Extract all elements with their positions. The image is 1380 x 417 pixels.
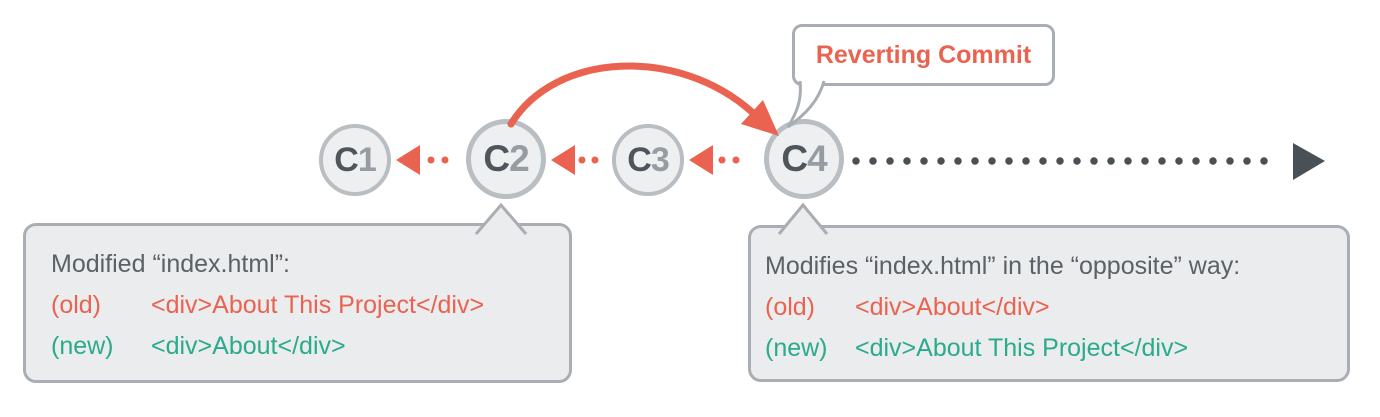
commit-number: 4 bbox=[807, 138, 828, 179]
old-line: (old) <div>About</div> bbox=[765, 287, 1347, 328]
callout-label: Reverting Commit bbox=[815, 40, 1032, 69]
bubble-title: Modifies “index.html” in the “opposite” … bbox=[765, 252, 1241, 280]
arrowhead-left-icon bbox=[551, 145, 575, 175]
parent-arrow-c2-to-c1 bbox=[396, 145, 463, 175]
arrowhead-left-icon bbox=[396, 145, 420, 175]
new-code: <div>About This Project</div> bbox=[855, 334, 1189, 362]
commit-number: 2 bbox=[509, 138, 530, 179]
arrowhead-icon bbox=[741, 100, 779, 136]
parent-arrow-c4-to-c3 bbox=[689, 145, 754, 175]
old-code: <div>About This Project</div> bbox=[151, 291, 485, 319]
new-code: <div>About</div> bbox=[151, 332, 346, 360]
old-line: (old) <div>About This Project</div> bbox=[51, 285, 569, 326]
reverting-commit-callout: Reverting Commit bbox=[792, 24, 1055, 86]
commit-letter: C bbox=[334, 140, 359, 179]
new-label: (new) bbox=[765, 334, 828, 362]
new-label: (new) bbox=[51, 332, 114, 360]
commit-letter: C bbox=[627, 140, 652, 179]
commit-number: 3 bbox=[650, 140, 670, 179]
new-line: (new) <div>About</div> bbox=[51, 326, 569, 367]
commit-number: 1 bbox=[357, 140, 377, 179]
future-timeline-arrow bbox=[852, 143, 1325, 180]
commit-letter: C bbox=[781, 138, 808, 179]
bubble-title: Modified “index.html”: bbox=[51, 250, 290, 278]
arc-line bbox=[507, 62, 756, 128]
c2-change-bubble: Modified “index.html”: (old) <div>About T… bbox=[23, 223, 572, 383]
arrowhead-left-icon bbox=[689, 145, 713, 175]
old-label: (old) bbox=[765, 293, 816, 321]
commit-letter: C bbox=[483, 138, 510, 179]
arrowhead-right-icon bbox=[1293, 143, 1325, 180]
old-code: <div>About</div> bbox=[855, 293, 1050, 321]
parent-arrow-c3-to-c2 bbox=[551, 145, 612, 175]
c4-change-bubble: Modifies “index.html” in the “opposite” … bbox=[748, 225, 1350, 382]
old-label: (old) bbox=[51, 291, 102, 319]
new-line: (new) <div>About This Project</div> bbox=[765, 328, 1347, 369]
